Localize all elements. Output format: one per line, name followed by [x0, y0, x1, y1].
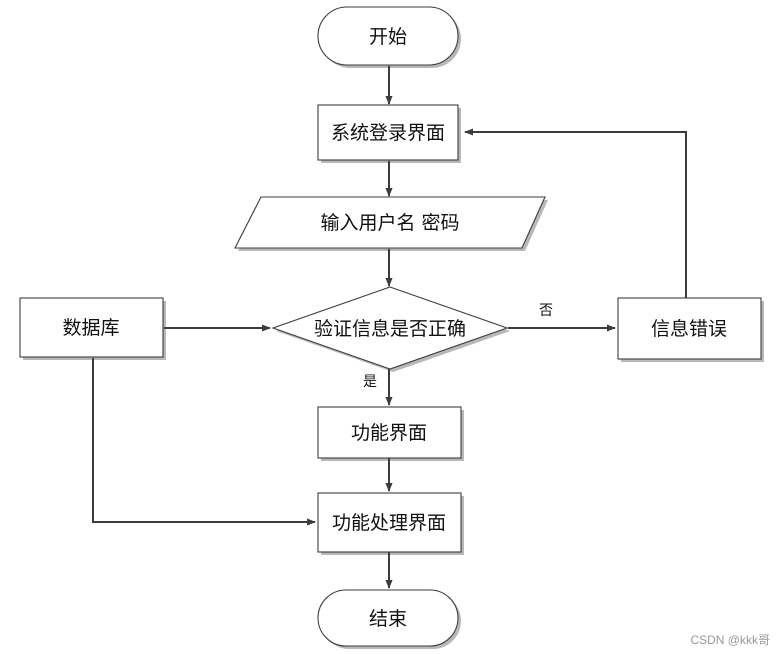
- node-error-label: 信息错误: [651, 318, 727, 340]
- node-database: 数据库: [19, 297, 164, 358]
- node-end: 结束: [317, 589, 459, 647]
- node-login-label: 系统登录界面: [331, 122, 445, 144]
- node-login: 系统登录界面: [317, 104, 459, 161]
- edge-database-funcproc: [92, 358, 316, 526]
- node-verify: 验证信息是否正确: [271, 286, 509, 370]
- node-input-label: 输入用户名 密码: [320, 212, 459, 234]
- node-input: 输入用户名 密码: [234, 196, 546, 249]
- watermark: CSDN @kkk哥: [690, 633, 770, 647]
- edge-label-no: 否: [539, 303, 553, 319]
- edge-error-login: [464, 128, 687, 298]
- node-func: 功能界面: [317, 406, 462, 459]
- node-func-label: 功能界面: [351, 422, 427, 444]
- node-verify-label: 验证信息是否正确: [314, 318, 466, 340]
- edges: [92, 66, 687, 589]
- node-start-label: 开始: [369, 26, 407, 48]
- node-error: 信息错误: [617, 297, 762, 360]
- node-end-label: 结束: [369, 608, 407, 630]
- node-database-label: 数据库: [62, 317, 119, 339]
- node-func-proc-label: 功能处理界面: [332, 512, 446, 534]
- node-func-proc: 功能处理界面: [317, 492, 462, 553]
- edge-label-yes: 是: [363, 374, 377, 390]
- node-start: 开始: [317, 6, 459, 66]
